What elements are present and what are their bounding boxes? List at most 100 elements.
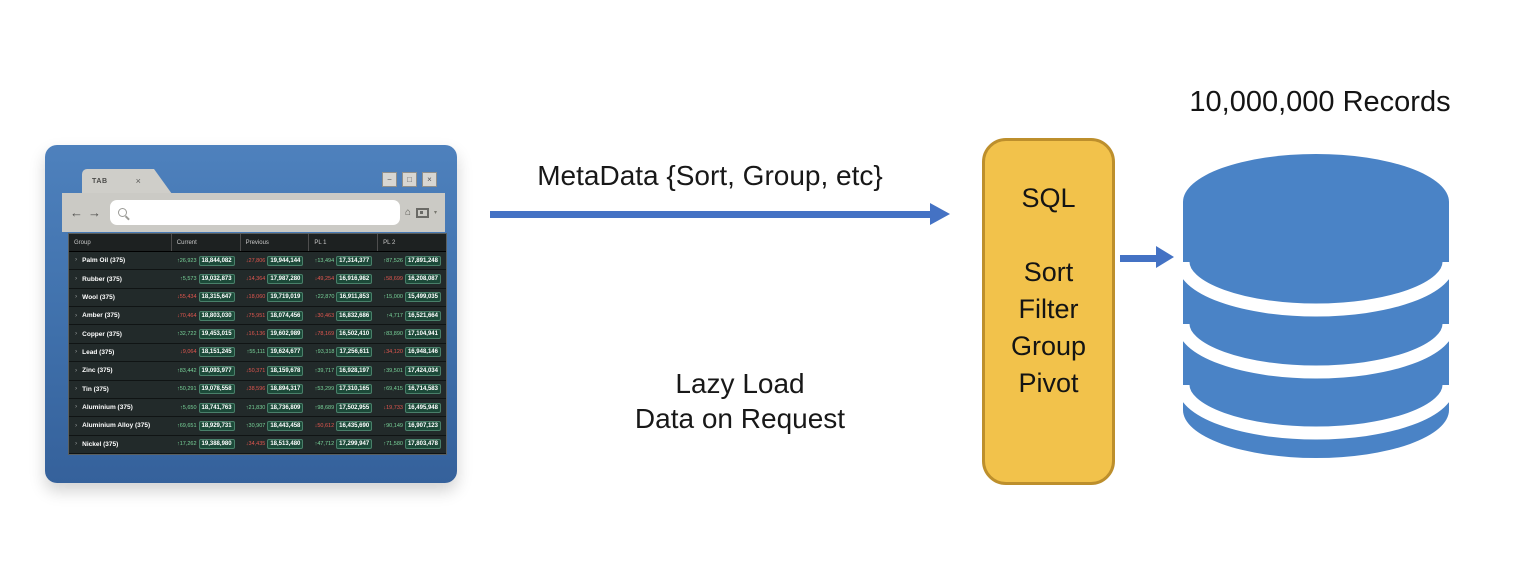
delta-value: ↓38,596 (245, 386, 266, 393)
expand-chevron-icon[interactable]: › (75, 329, 78, 337)
minimize-button[interactable]: − (382, 172, 397, 187)
screen-icon[interactable] (415, 207, 429, 218)
column-header[interactable]: PL 2 (377, 234, 446, 251)
lazy-load-line1: Lazy Load (675, 368, 805, 399)
back-button[interactable]: ← (70, 205, 83, 220)
group-label: Wool (375) (82, 293, 115, 301)
cell-value: 19,719,019 (267, 292, 304, 303)
cell-value: 18,513,480 (267, 439, 304, 450)
group-cell: ›Rubber (375) (69, 274, 171, 282)
cell-value: 19,624,677 (267, 347, 304, 358)
cell-value: 18,736,809 (267, 402, 304, 413)
group-cell: ›Aluminium (375) (69, 404, 171, 411)
database-record-count-label: 10,000,000 Records (1189, 86, 1451, 118)
expand-chevron-icon[interactable]: › (75, 384, 78, 392)
home-icon[interactable]: ⌂ (404, 206, 411, 218)
expand-chevron-icon[interactable]: › (75, 366, 78, 374)
delta-value: ↓50,612 (314, 422, 335, 429)
expand-chevron-icon[interactable]: › (75, 274, 78, 282)
group-label: Palm Oil (375) (82, 257, 126, 265)
window-controls: −□ × (382, 172, 437, 187)
sql-to-db-arrow-line (1120, 255, 1158, 262)
dropdown-caret-icon[interactable]: ▾ (433, 210, 437, 216)
delta-value: ↑17,262 (176, 441, 197, 448)
close-button[interactable]: × (422, 172, 437, 187)
delta-value: ↓9,064 (180, 349, 197, 356)
column-header[interactable]: Group (74, 239, 91, 246)
cell-value: 17,314,377 (336, 255, 373, 266)
forward-button[interactable]: → (88, 205, 101, 220)
group-label: Tin (375) (82, 385, 109, 393)
restore-button[interactable]: □ (402, 172, 417, 187)
cell-value: 17,256,611 (336, 347, 373, 358)
delta-value: ↑32,722 (176, 331, 197, 338)
group-label: Copper (375) (82, 330, 122, 338)
expand-chevron-icon[interactable]: › (75, 256, 78, 264)
cell-value: 17,803,478 (404, 439, 441, 450)
browser-toolbar: ← → ⌂ ▾ (62, 193, 445, 232)
expand-chevron-icon[interactable]: › (75, 403, 78, 411)
browser-tab[interactable]: TAB × (82, 169, 172, 194)
delta-value: ↑90,149 (383, 422, 403, 429)
delta-value: ↑47,712 (314, 441, 335, 448)
expand-chevron-icon[interactable]: › (75, 348, 78, 356)
expand-chevron-icon[interactable]: › (75, 311, 78, 319)
lazy-load-line2: Data on Request (634, 403, 846, 434)
group-cell: › Palm Oil (375) (69, 257, 171, 264)
expand-chevron-icon[interactable]: › (75, 293, 78, 301)
sql-operation: Filter (1018, 294, 1079, 324)
metadata-arrow-line (490, 211, 932, 218)
delta-value: ↑83,442 (176, 367, 197, 374)
cell-value: 19,944,144 (267, 255, 304, 266)
tab-close-icon[interactable]: × (135, 176, 141, 186)
delta-value: ↓14,364 (245, 276, 266, 283)
delta-value: ↑69,651 (176, 422, 197, 429)
cell-value: 16,714,583 (404, 384, 441, 395)
expand-chevron-icon[interactable]: › (75, 440, 78, 448)
delta-value: ↑93,318 (314, 349, 335, 356)
address-bar[interactable] (110, 200, 400, 225)
cell-value: 16,916,982 (336, 274, 373, 285)
group-label: Lead (375) (82, 348, 115, 356)
column-header[interactable]: PL 1 (308, 234, 377, 251)
delta-value: ↓55,434 (176, 294, 197, 301)
cell-value: 17,987,280 (267, 274, 304, 285)
cell-value: 16,832,686 (336, 310, 373, 321)
column-header[interactable]: Current (170, 234, 240, 251)
column-header[interactable]: Previous (239, 234, 309, 251)
cell-value: 16,208,087 (404, 274, 441, 285)
cell-value: 16,502,410 (336, 329, 373, 340)
expand-chevron-icon[interactable]: › (75, 421, 78, 429)
